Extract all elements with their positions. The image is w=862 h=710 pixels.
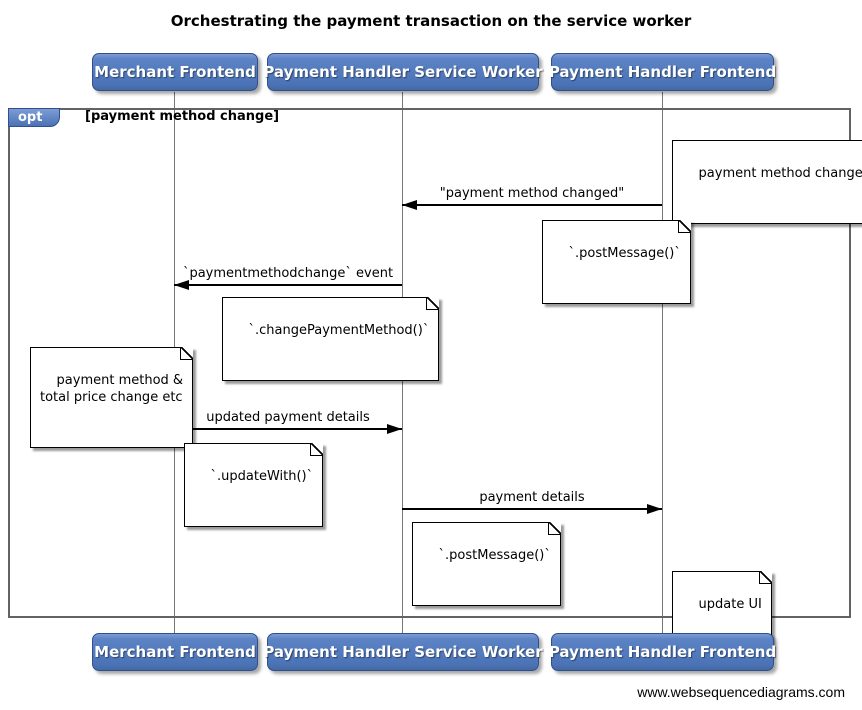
note-fold-icon	[426, 297, 440, 310]
arrowhead-left-icon	[402, 200, 417, 210]
message-paymentmethodchange-event: `paymentmethodchange` event	[174, 266, 402, 290]
message-payment-details: payment details	[402, 490, 662, 514]
arrowhead-right-icon	[647, 504, 662, 514]
message-updated-payment-details: updated payment details	[174, 410, 402, 434]
message-payment-method-changed: "payment method changed"	[402, 186, 662, 210]
opt-frame-tab: opt	[8, 108, 60, 127]
message-label: `paymentmethodchange` event	[182, 266, 394, 281]
opt-frame	[8, 108, 851, 618]
message-line	[402, 200, 662, 210]
note-postmessage-lower: `.postMessage()`	[412, 522, 561, 606]
note-text: payment method changed	[698, 166, 862, 181]
note-fold-icon	[310, 443, 324, 456]
note-text: payment method & total price change etc	[40, 373, 184, 405]
message-line	[402, 504, 662, 514]
note-text: update UI	[698, 597, 762, 612]
note-text: `.postMessage()`	[568, 246, 681, 261]
note-updatewith: `.updateWith()`	[184, 443, 324, 527]
note-changepaymentmethod: `.changePaymentMethod()`	[222, 297, 440, 381]
note-text: `.updateWith()`	[210, 469, 314, 484]
message-label: updated payment details	[206, 410, 370, 425]
note-fold-icon	[677, 220, 691, 233]
opt-frame-condition: [payment method change]	[85, 109, 280, 124]
actor-bottom-merchant-frontend: Merchant Frontend	[92, 633, 258, 671]
arrowhead-right-icon	[387, 424, 402, 434]
actor-top-merchant-frontend: Merchant Frontend	[92, 53, 258, 91]
note-payment-method-changed: payment method changed	[672, 140, 862, 224]
actor-bottom-payment-handler-frontend: Payment Handler Frontend	[549, 633, 776, 671]
actor-top-payment-handler-service-worker: Payment Handler Service Worker	[263, 53, 543, 91]
note-fold-icon	[180, 347, 194, 360]
note-fold-icon	[547, 522, 561, 535]
lifeline-payment-handler-frontend	[662, 92, 663, 633]
arrowhead-left-icon	[174, 280, 189, 290]
message-line	[174, 280, 402, 290]
message-label: payment details	[479, 490, 585, 505]
message-line	[174, 424, 402, 434]
note-fold-icon	[758, 571, 772, 584]
diagram-title: Orchestrating the payment transaction on…	[170, 12, 692, 30]
note-text: `.changePaymentMethod()`	[248, 323, 430, 338]
message-label: "payment method changed"	[439, 186, 625, 201]
actor-top-payment-handler-frontend: Payment Handler Frontend	[549, 53, 776, 91]
note-postmessage-upper: `.postMessage()`	[542, 220, 691, 304]
note-text: `.postMessage()`	[438, 548, 551, 563]
watermark-websequencediagrams: www.websequencediagrams.com	[637, 684, 845, 700]
note-payment-method-total-price: payment method & total price change etc	[30, 347, 194, 448]
actor-bottom-payment-handler-service-worker: Payment Handler Service Worker	[263, 633, 543, 671]
